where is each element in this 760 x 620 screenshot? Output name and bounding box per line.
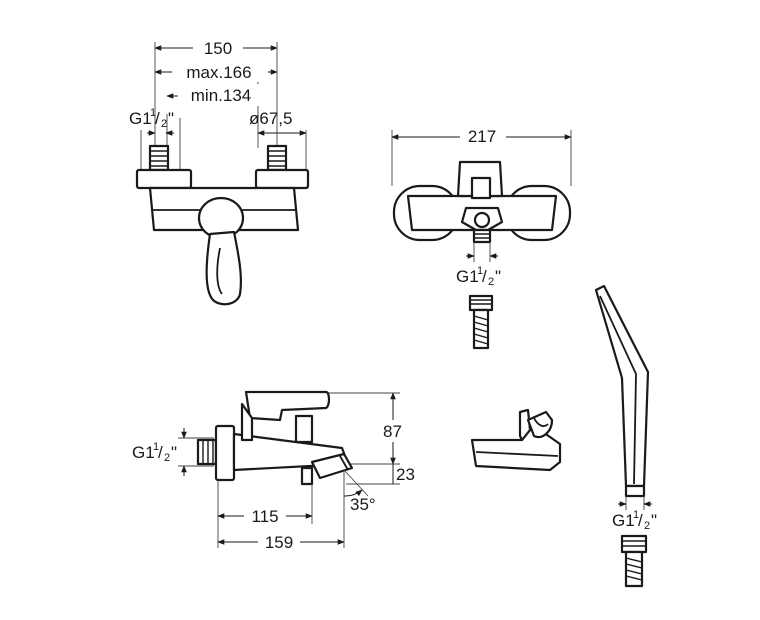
dim-top-max: max.166 <box>186 63 251 82</box>
svg-text:G1: G1 <box>132 443 155 462</box>
svg-text:": " <box>168 109 174 128</box>
svg-text:2: 2 <box>644 520 650 532</box>
svg-text:1: 1 <box>153 441 159 453</box>
svg-text:G1: G1 <box>129 109 152 128</box>
side-view: 87 23 G1 1 / 2 " <box>132 390 415 553</box>
svg-text:": " <box>171 443 177 462</box>
dim-side-height: 87 <box>383 422 402 441</box>
dim-side-depth-total: 159 <box>265 533 293 552</box>
dim-flange-diameter: ø67,5 <box>249 109 292 128</box>
svg-text:": " <box>651 511 657 530</box>
wall-bracket <box>470 408 562 472</box>
thread-label-front: G1 1 / 2 " <box>129 107 174 130</box>
svg-text:2: 2 <box>161 118 167 130</box>
svg-text:": " <box>495 267 501 286</box>
svg-text:2: 2 <box>488 276 494 288</box>
svg-text:1: 1 <box>633 509 639 521</box>
dim-top-min: min.134 <box>191 86 251 105</box>
svg-text:2: 2 <box>164 452 170 464</box>
svg-text:/: / <box>155 109 160 128</box>
dim-side-angle: 35° <box>350 495 376 514</box>
dim-side-spout: 23 <box>396 465 415 484</box>
svg-text:/: / <box>158 443 163 462</box>
thread-label-top: G1 1 / 2 " <box>456 265 501 288</box>
hand-shower: G1 1 / 2 " <box>594 284 657 588</box>
dim-top-width: 150 <box>204 39 232 58</box>
dim-side-depth-spout: 115 <box>251 507 278 526</box>
front-view: 150 max.166 min.134 G1 1 / 2 " ø67,5 <box>129 36 310 306</box>
thread-label-side: G1 1 / 2 " <box>132 441 177 464</box>
thread-label-shower: G1 1 / 2 " <box>612 509 657 532</box>
svg-text:/: / <box>638 511 643 530</box>
svg-text:/: / <box>482 267 487 286</box>
dim-right-width: 217 <box>468 127 496 146</box>
top-view: 217 G1 1 / 2 " <box>391 124 572 350</box>
svg-text:1: 1 <box>477 265 483 277</box>
svg-text:G1: G1 <box>456 267 479 286</box>
hose-connector-top <box>468 294 494 350</box>
svg-text:1: 1 <box>150 107 156 119</box>
svg-text:G1: G1 <box>612 511 635 530</box>
